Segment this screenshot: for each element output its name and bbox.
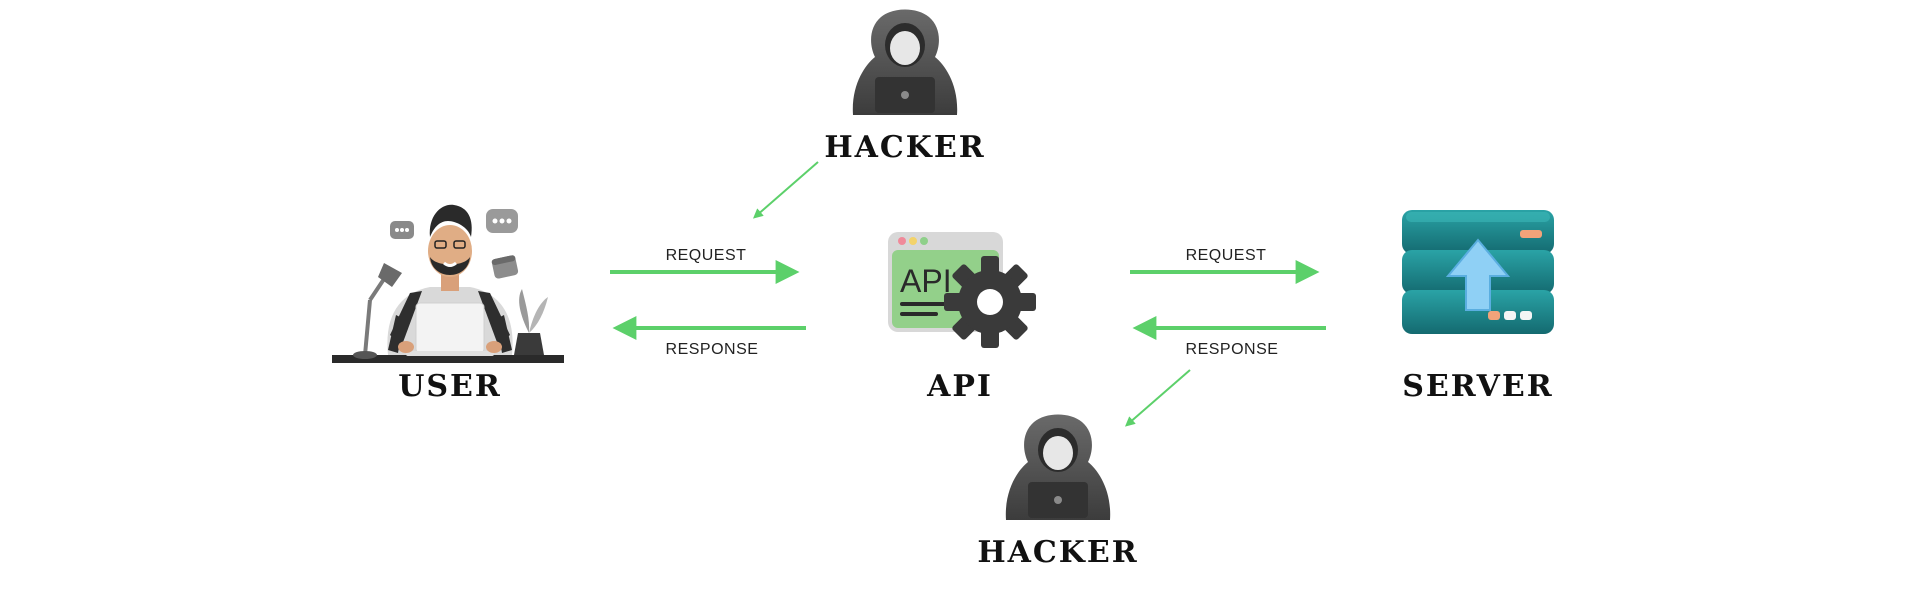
api-gear-icon: API (888, 232, 1036, 348)
api-window-text: API (900, 263, 952, 299)
api-label: API (926, 369, 993, 404)
edge-label-response-left: RESPONSE (666, 341, 759, 358)
user-label: USER (398, 369, 502, 404)
hacker-top-label: HACKER (824, 130, 985, 165)
hacker-bottom-label: HACKER (977, 535, 1138, 570)
edge-label-request-right: REQUEST (1186, 247, 1267, 264)
server-stack-icon (1402, 210, 1554, 334)
arrow-hacker-top-intercept (752, 161, 819, 219)
api-node: API API (888, 232, 1036, 404)
user-at-desk-icon (332, 204, 564, 363)
server-node: SERVER (1402, 210, 1554, 404)
edge-label-request-left: REQUEST (666, 247, 747, 264)
arrow-hacker-bottom-intercept (1124, 369, 1191, 427)
hooded-hacker-icon (1005, 414, 1111, 520)
hacker-bottom-node: HACKER (977, 414, 1138, 570)
server-label: SERVER (1402, 369, 1553, 404)
hooded-hacker-icon (852, 9, 958, 115)
edge-label-response-right: RESPONSE (1186, 341, 1279, 358)
user-node: USER (332, 204, 564, 404)
hacker-top-node: HACKER (824, 9, 985, 165)
